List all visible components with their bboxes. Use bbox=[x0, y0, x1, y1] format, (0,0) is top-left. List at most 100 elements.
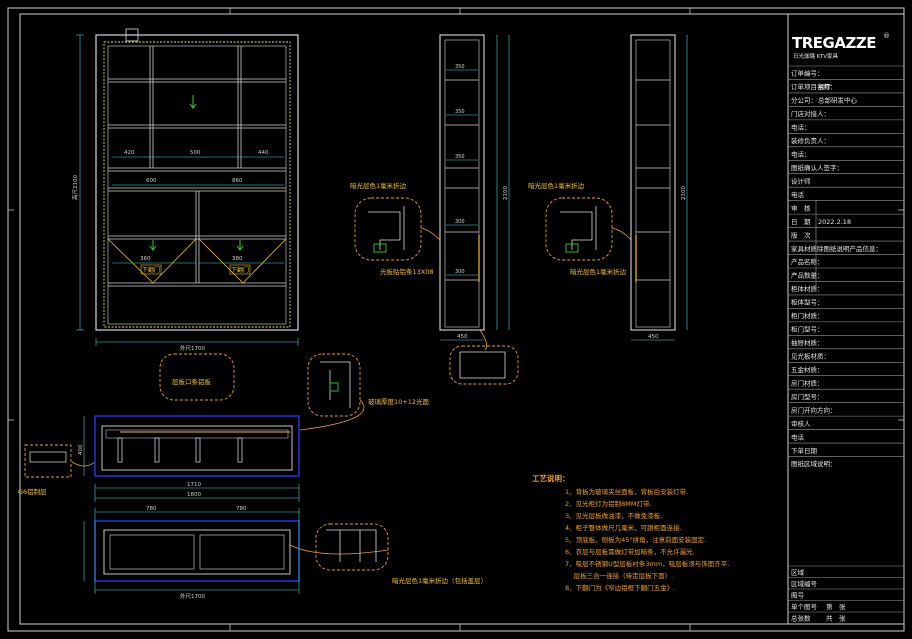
front-width-dim: 外尺1700 bbox=[180, 344, 205, 352]
front-elevation: 下翻门 下翻门 420 500 440 600 860 360 380 外尺17… bbox=[71, 28, 299, 352]
bottom-row-label: 区域 bbox=[791, 568, 805, 577]
plan-width-1: 1710 bbox=[187, 482, 201, 488]
note-6: 6、衣层与层板需做灯带加暗条，不允许漏光. bbox=[565, 547, 695, 556]
title-row-label: 电话： bbox=[791, 123, 811, 132]
note-1: 1、背板为玻璃夹丝面板，背板后安装灯带. bbox=[565, 487, 688, 496]
title-row-label: 审 核 bbox=[791, 203, 811, 212]
note-7: 7、吸层不锈钢U型层板衬条3mm，吸层板须与饰面齐平. bbox=[565, 559, 729, 568]
plan-width-bottom: 外尺1700 bbox=[180, 592, 205, 600]
bottom-row-label: 图号 bbox=[791, 592, 805, 600]
title-row-label: 柜门型号： bbox=[791, 325, 824, 334]
title-row-label: 订单项目名称： bbox=[791, 82, 837, 91]
side1-seg-3: 350 bbox=[455, 154, 465, 160]
title-row-label: 房门材质： bbox=[791, 378, 824, 387]
joint-right-label: 暗光层色1毫米折边 bbox=[528, 181, 585, 190]
title-block-bottom-rows: 区域区域编号图号单个图号第 张总张数 共 张 bbox=[788, 565, 904, 623]
glass-label: 玻璃厚度10+12光面 bbox=[368, 397, 429, 406]
title-block: TREGAZZE ® 日光珈璐 KTV家具 订单编号： 订单项目名称：展厅分公司：… bbox=[787, 13, 905, 625]
title-row-label: 产品数量： bbox=[791, 271, 824, 280]
side1-height-dim: 2100 bbox=[503, 186, 509, 200]
inner-frame bbox=[19, 13, 789, 625]
title-row-label: 订单编号： bbox=[791, 69, 824, 78]
title-row-label: 装修负责人： bbox=[791, 136, 830, 145]
title-row-label: 下单日期 bbox=[791, 446, 818, 455]
note-8: 层板三合一连接（待定层板下面）. bbox=[565, 571, 673, 580]
note-3: 3、见光层板做油漆，不做免漆板. bbox=[565, 511, 662, 520]
side2-height-dim: 2100 bbox=[681, 186, 687, 200]
bottom-row-label: 单个图号 bbox=[791, 602, 818, 611]
bottom-row-label: 区域编号 bbox=[791, 579, 818, 588]
title-row-label: 家具材质除图纸说明产品信息： bbox=[791, 244, 882, 253]
title-row-label: 房门开向方向： bbox=[791, 405, 837, 414]
side1-seg-1: 350 bbox=[455, 64, 465, 70]
title-row-label: 柜门材质： bbox=[791, 311, 824, 320]
plan-width-2: 1800 bbox=[187, 492, 201, 498]
title-row-label: 见光板材质： bbox=[791, 351, 830, 360]
frame-ticks bbox=[8, 8, 904, 631]
title-row-value: 展厅 bbox=[818, 83, 832, 91]
title-row-label: 五金材质： bbox=[791, 365, 824, 374]
side1-seg-2: 350 bbox=[455, 109, 465, 115]
title-row-value: 总部研发中心 bbox=[818, 96, 858, 105]
title-row-label: 电话 bbox=[791, 190, 805, 199]
title-row-label: 产品名称： bbox=[791, 257, 824, 266]
title-row-label: 图纸区域说明： bbox=[791, 459, 837, 468]
dim-mid-1: 420 bbox=[124, 150, 135, 156]
dim-small-2: 380 bbox=[232, 256, 243, 262]
front-height-dim: 高尺2100 bbox=[71, 175, 79, 200]
notes-title: 工艺说明： bbox=[532, 473, 570, 483]
note-4: 4、柜子整体做尺几毫米，可跟柜面连接. bbox=[565, 523, 682, 532]
title-row-label: 柜体材质： bbox=[791, 284, 824, 293]
brand-subtitle: 日光珈璐 KTV家具 bbox=[793, 52, 839, 60]
side-section-2: 450 2100 bbox=[630, 34, 688, 341]
title-row-label: 图纸确认人签字： bbox=[791, 163, 843, 172]
plan-part-2: 780 bbox=[236, 506, 247, 512]
strip-label: 光板贴铝条13X08 bbox=[380, 267, 434, 276]
plan-view-bottom: 780 780 外尺1700 bbox=[83, 506, 300, 600]
plan-view-top: 1710 1800 400 bbox=[78, 415, 300, 502]
dim-lower-1: 600 bbox=[146, 178, 157, 184]
side1-seg-4: 300 bbox=[455, 219, 465, 225]
process-notes: 工艺说明： 1、背板为玻璃夹丝面板，背板后安装灯带. 2、见光柜灯为铝制8MM灯… bbox=[532, 473, 729, 592]
joint-plan-label: 暗光层色1毫米折边（包括盖层） bbox=[392, 576, 487, 585]
bottom-row-value: 共 张 bbox=[826, 614, 846, 623]
title-row-label: 电话 bbox=[791, 432, 805, 441]
leader-lines bbox=[71, 227, 632, 555]
title-row-label: 柜体型号： bbox=[791, 298, 824, 307]
bottom-row-value: 第 张 bbox=[826, 602, 846, 611]
side-section-1: 350 350 350 300 300 450 2100 bbox=[439, 34, 510, 341]
title-row-label: 门店对接人： bbox=[791, 109, 830, 118]
notch-label: 层板口条铝板 bbox=[172, 377, 212, 386]
dim-mid-3: 440 bbox=[258, 150, 269, 156]
flap-door-right-label: 下翻门 bbox=[231, 266, 249, 274]
title-row-label: 版 次 bbox=[791, 230, 811, 239]
note-2: 2、见光柜灯为铝制8MM灯带. bbox=[565, 499, 652, 508]
title-row-label: 房门型号： bbox=[791, 392, 824, 401]
title-row-label: 审核人 bbox=[791, 419, 811, 428]
outer-frame bbox=[7, 7, 905, 632]
side2-depth-dim: 450 bbox=[648, 334, 659, 340]
title-row-value: 2022.2.18 bbox=[818, 218, 851, 226]
joint-bottom-right-label: 暗光层色1毫米折边 bbox=[570, 267, 627, 276]
plan-part-1: 780 bbox=[146, 506, 157, 512]
detail-bubbles bbox=[159, 197, 613, 571]
g6-label: G6铝制层 bbox=[18, 487, 47, 496]
title-row-label: 抽屉材质： bbox=[791, 338, 824, 347]
note-9: 8、下翻门为《窄边铝框下翻门五金》. bbox=[565, 583, 675, 592]
g6-detail: G6铝制层 bbox=[18, 444, 72, 496]
title-row-label: 电话： bbox=[791, 149, 811, 158]
title-row-label: 分公司： bbox=[791, 96, 817, 105]
joint-left-label: 暗光层色1毫米折边 bbox=[350, 181, 407, 190]
dim-small-1: 360 bbox=[140, 256, 151, 262]
brand-logo: TREGAZZE bbox=[792, 34, 876, 52]
side1-depth-dim: 450 bbox=[457, 334, 468, 340]
registered-mark: ® bbox=[883, 32, 890, 40]
dim-lower-2: 860 bbox=[232, 178, 243, 184]
flap-door-left-label: 下翻门 bbox=[142, 266, 160, 274]
title-row-label: 日 期 bbox=[791, 218, 811, 226]
note-5: 5、顶底板、侧板为45°拼角，注意前面安装固定. bbox=[565, 535, 706, 544]
dim-mid-2: 500 bbox=[190, 150, 201, 156]
bottom-row-label: 总张数 bbox=[791, 614, 811, 623]
